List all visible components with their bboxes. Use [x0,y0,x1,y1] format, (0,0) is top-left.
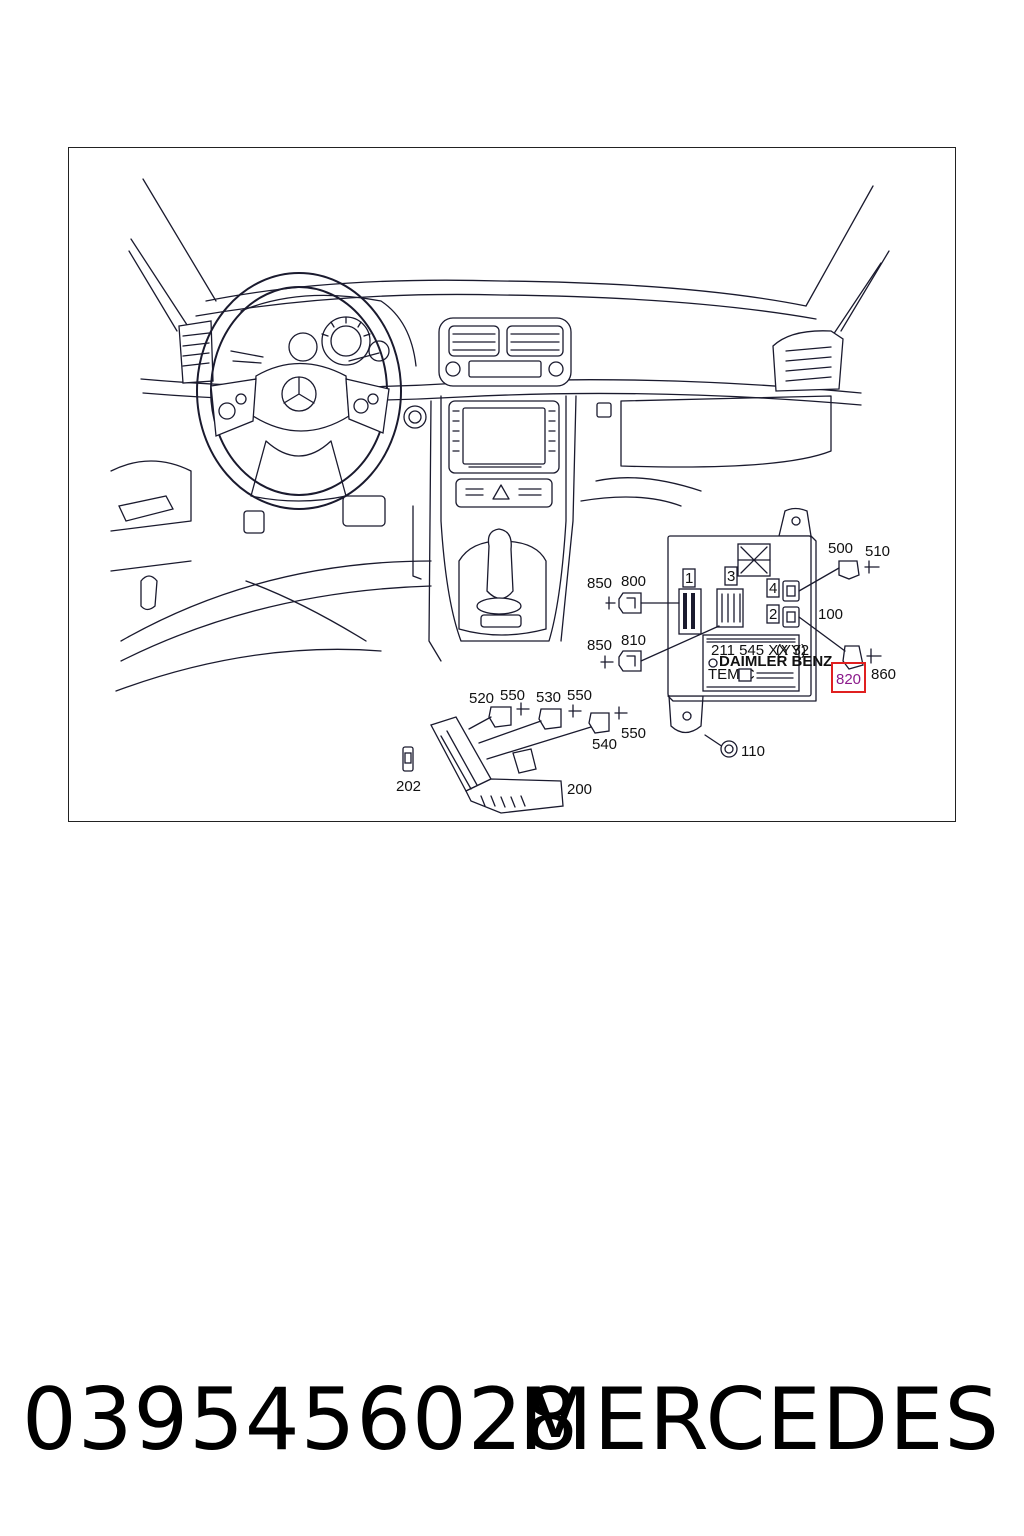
callout-500: 500 [828,540,853,557]
parts-diagram: 1 3 4 2 211 545 XX 32 (YY [110,178,896,814]
control-module-100: 1 3 4 2 211 545 XX 32 (YY [667,507,832,734]
callout-810: 810 [621,632,646,649]
callout-530: 530 [536,689,561,706]
callout-520: 520 [469,690,494,707]
module-part-text: 211 545 XX 32 [711,642,809,659]
pin-label-2: 2 [769,606,777,623]
part-number: 0395456028 [22,1370,580,1470]
highlight-box-820 [831,662,866,693]
callout-850-lower: 850 [587,637,612,654]
callout-820: 820 [836,671,861,688]
callout-labels: 500 510 100 850 800 850 810 820 860 520 … [396,540,896,798]
callout-540: 540 [592,736,617,753]
connectors [402,560,882,814]
pin-label-1: 1 [685,570,693,587]
callout-110: 110 [741,743,765,760]
callout-510: 510 [865,543,890,560]
module-version-text: (YY) [776,642,806,659]
pin-label-4: 4 [769,580,777,597]
pin-label-3: 3 [727,568,735,585]
module-brand-text: DAIMLER BENZ [719,653,832,670]
diagram-frame: 1 3 4 2 211 545 XX 32 (YY [68,147,956,822]
callout-202: 202 [396,778,421,795]
callout-860: 860 [871,666,896,683]
callout-200: 200 [567,781,592,798]
callout-550-first: 550 [500,687,525,704]
callout-850-upper: 850 [587,575,612,592]
callout-550-second: 550 [567,687,592,704]
callout-550-third: 550 [621,725,646,742]
callout-800: 800 [621,573,646,590]
brand-name: MERCEDES [518,1370,1000,1470]
dashboard-illustration [110,178,890,692]
footer-caption: 0395456028 MERCEDES [0,1360,1024,1480]
callout-100: 100 [818,606,843,623]
